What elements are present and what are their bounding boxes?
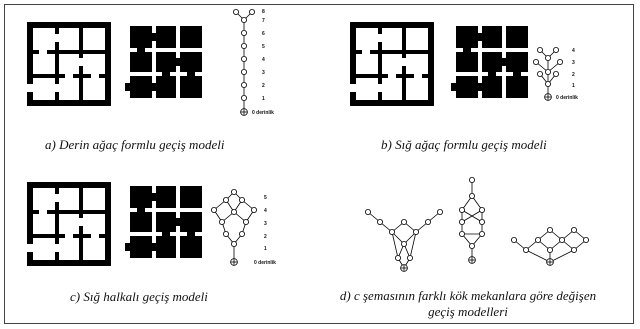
caption-c: c) Sığ halkalı geçiş modeli — [70, 289, 208, 304]
depth-label: 5 — [264, 195, 267, 201]
graph-b-shallow-tree — [533, 47, 564, 101]
depth-label: 2 — [264, 234, 267, 240]
depth-label: 3 — [262, 70, 265, 76]
caption-d: d) c şemasının farklı kök mekanlara göre… — [318, 288, 618, 320]
depth-label: 1 — [572, 83, 575, 89]
depth-label: 1 — [262, 96, 265, 102]
depth-label: 1 — [264, 246, 267, 252]
graph-b-depth-labels: 4 3 2 1 0 derinlik — [556, 48, 578, 101]
depth-label: 0 derinlik — [556, 95, 578, 101]
plan-c-solid — [125, 186, 202, 258]
caption-b: b) Sığ ağaç formlu geçiş modeli — [381, 137, 547, 152]
depth-label: 7 — [262, 18, 265, 24]
graph-d-variant-2 — [458, 176, 485, 264]
graph-d-variant-3 — [510, 226, 590, 266]
depth-label: 5 — [262, 44, 265, 50]
depth-label: 8 — [262, 9, 265, 15]
depth-label: 4 — [262, 57, 265, 63]
plan-a-solid — [125, 26, 202, 98]
depth-label: 0 derinlik — [252, 110, 274, 116]
graph-c-depth-labels: 5 4 3 2 1 0 derinlik — [254, 195, 276, 266]
depth-label: 0 derinlik — [254, 260, 276, 266]
depth-label: 3 — [264, 221, 267, 227]
depth-label: 2 — [572, 72, 575, 78]
plan-c-outline — [27, 182, 111, 266]
graph-c-ring — [210, 188, 257, 266]
caption-d-line2: geçiş modelleri — [428, 304, 508, 319]
plan-b-solid — [451, 26, 528, 98]
depth-label: 6 — [262, 31, 265, 37]
depth-label: 3 — [572, 60, 575, 66]
depth-label: 4 — [572, 48, 575, 54]
graph-d-variant-1 — [364, 208, 443, 272]
caption-a: a) Derin ağaç formlu geçiş modeli — [45, 137, 225, 152]
caption-d-line1: d) c şemasının farklı kök mekanlara göre… — [339, 288, 597, 303]
figure-frame — [4, 4, 634, 324]
plan-b-outline — [350, 22, 434, 106]
depth-label: 4 — [264, 208, 267, 214]
graph-a-depth-labels: 8 7 6 5 4 3 2 1 0 derinlik — [252, 9, 274, 116]
depth-label: 2 — [262, 83, 265, 89]
plan-a-outline — [27, 22, 111, 106]
graph-a-deep-tree — [232, 8, 255, 116]
